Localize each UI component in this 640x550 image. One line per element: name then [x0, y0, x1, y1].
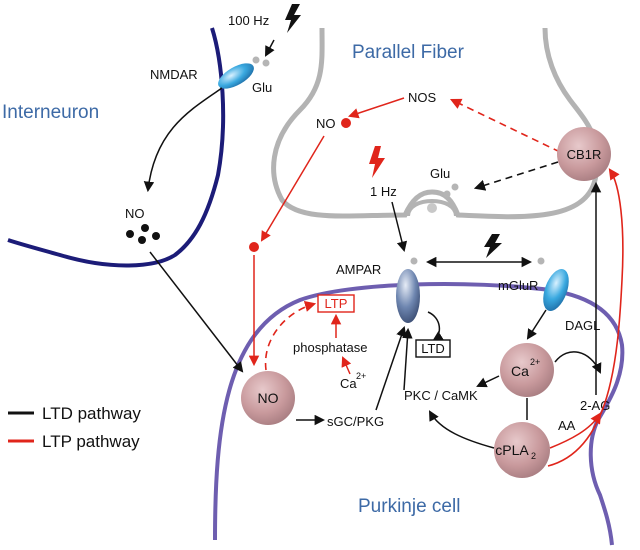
ca-node	[500, 343, 554, 397]
ltd-label: LTD	[421, 341, 445, 356]
arrow-cpla2-to-cb1r-red	[547, 168, 624, 467]
glu-dot-pf-1	[451, 183, 459, 191]
legend-ltd-label: LTD pathway	[42, 404, 141, 423]
ampar-receptor	[396, 269, 420, 323]
arrow-1hz-to-ampar	[391, 201, 408, 253]
stim-1hz-label: 1 Hz	[370, 184, 397, 199]
glu-top-label: Glu	[252, 80, 272, 95]
lightning-ampar-mglur-icon	[484, 234, 502, 258]
no-pf-dot	[341, 118, 351, 128]
legend-ltp-label: LTP pathway	[42, 432, 140, 451]
arrow-cpla2-to-2ag-red	[549, 412, 602, 449]
no-dot-4	[152, 232, 160, 240]
no-dot-1	[126, 230, 134, 238]
ca-small-label: Ca	[340, 376, 357, 391]
nos-label: NOS	[408, 90, 437, 105]
arrow-ca-to-2ag	[554, 351, 602, 374]
dagl-label: DAGL	[565, 318, 600, 333]
arrow-no-pf-to-dot	[260, 135, 325, 242]
ltd-box	[415, 339, 451, 358]
no-pc-node	[241, 371, 295, 425]
arrow-pkc-to-ampar	[402, 327, 413, 391]
parallel-fiber-label: Parallel Fiber	[352, 42, 465, 63]
arrow-ampar-to-ltd	[427, 311, 444, 342]
arrow-sgc-to-ampar	[375, 326, 407, 411]
arrow-ca-to-phosphatase	[341, 356, 352, 375]
ca-node-label: Ca	[511, 363, 529, 379]
no-interneuron-label: NO	[125, 206, 145, 221]
arrow-ca-to-pkc	[476, 375, 500, 388]
sgc-pkg-label: sGC/PKG	[327, 414, 384, 429]
interneuron-label: Interneuron	[2, 102, 99, 123]
arrow-cb1r-to-nos	[449, 98, 561, 153]
glu-dot-top-1	[252, 56, 260, 64]
no-dot-2	[141, 224, 149, 232]
arrow-interneuron-no-to-pc-no	[149, 251, 244, 373]
glu-dot-ampar	[410, 257, 418, 265]
cb1r-label: CB1R	[567, 147, 602, 162]
pkc-camk-label: PKC / CaMK	[404, 388, 478, 403]
ca-small-superscript: 2+	[356, 371, 366, 381]
ltp-label: LTP	[325, 296, 348, 311]
glu-pf-label: Glu	[430, 166, 450, 181]
nmdar-receptor	[218, 63, 254, 89]
cpla2-label: cPLA	[495, 442, 529, 458]
lightning-100hz-icon	[285, 4, 301, 33]
cb1r-node	[557, 127, 611, 181]
pf-synaptic-bulb	[406, 199, 458, 217]
arrow-cb1r-to-glu	[473, 161, 559, 191]
lightning-1hz-icon	[369, 146, 385, 178]
glu-dot-pf-2	[443, 190, 451, 198]
arrow-cpla2-to-pkc	[428, 410, 495, 449]
arrow-nos-to-no	[348, 97, 405, 119]
ampar-label: AMPAR	[336, 262, 381, 277]
arrow-mglur-to-ca	[526, 309, 547, 340]
stim-100hz-label: 100 Hz	[228, 13, 269, 28]
mglur-label: mGluR	[498, 278, 538, 293]
glu-dot-mglur	[537, 257, 545, 265]
no-diffusing-dot	[249, 242, 259, 252]
glu-dot-top-2	[262, 59, 270, 67]
aa-label: AA	[558, 418, 576, 433]
arrow-100hz-to-glu	[265, 39, 275, 57]
ltp-box	[317, 294, 355, 313]
purkinje-cell-membrane	[213, 282, 625, 546]
pf-vesicle	[427, 203, 437, 213]
nmdar-label: NMDAR	[150, 67, 198, 82]
mglur-receptor	[543, 268, 569, 312]
cpla2-subscript: 2	[531, 451, 536, 461]
cpla2-node	[494, 422, 550, 478]
interneuron-axon	[7, 27, 226, 268]
no-dot-3	[138, 236, 146, 244]
purkinje-cell-label: Purkinje cell	[358, 496, 460, 517]
arrow-nmdar-to-no	[143, 87, 223, 193]
no-pc-label: NO	[258, 390, 279, 406]
phosphatase-label: phosphatase	[293, 340, 367, 355]
no-pf-label: NO	[316, 116, 336, 131]
ca-node-superscript: 2+	[530, 357, 540, 367]
